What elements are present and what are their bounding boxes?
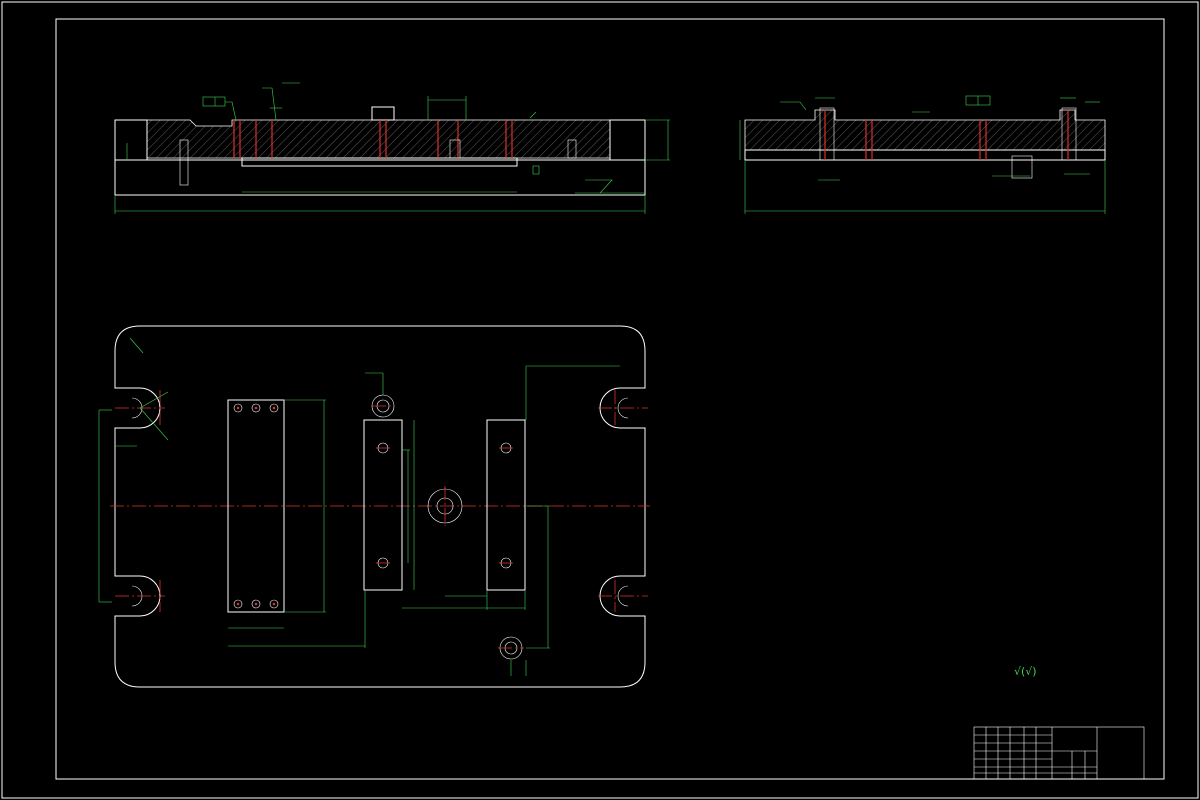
surface-roughness-icon: √(√): [1014, 665, 1037, 678]
section-view-side: [739, 95, 1106, 214]
sheet-frame-inner: [55, 18, 1165, 780]
plan-view: [98, 325, 650, 688]
title-block: [973, 726, 1145, 780]
section-view-front: [114, 82, 670, 214]
